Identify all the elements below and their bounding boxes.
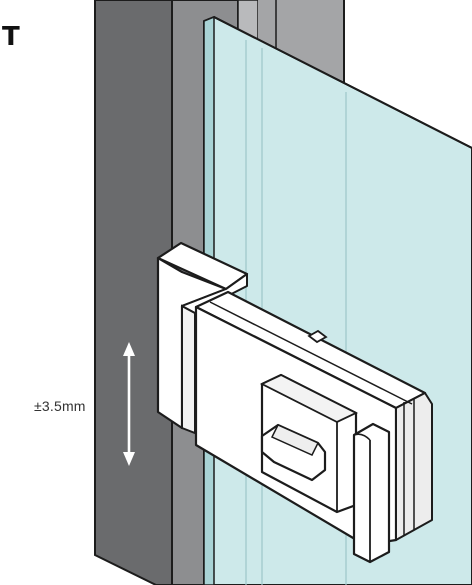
clamp-small-tab (307, 329, 328, 344)
lock-mechanism (259, 373, 359, 514)
release-tab (352, 422, 391, 564)
clamp-bracket (156, 241, 249, 435)
lock-plate-top (259, 373, 359, 424)
wall-front-face (94, 0, 173, 585)
bracket-front-face (181, 304, 196, 435)
tolerance-label: ±3.5mm (34, 398, 86, 414)
corner-heading-fragment: T (2, 22, 20, 52)
release-tab-body (352, 422, 391, 564)
dimension-arrow-icon (123, 342, 135, 466)
